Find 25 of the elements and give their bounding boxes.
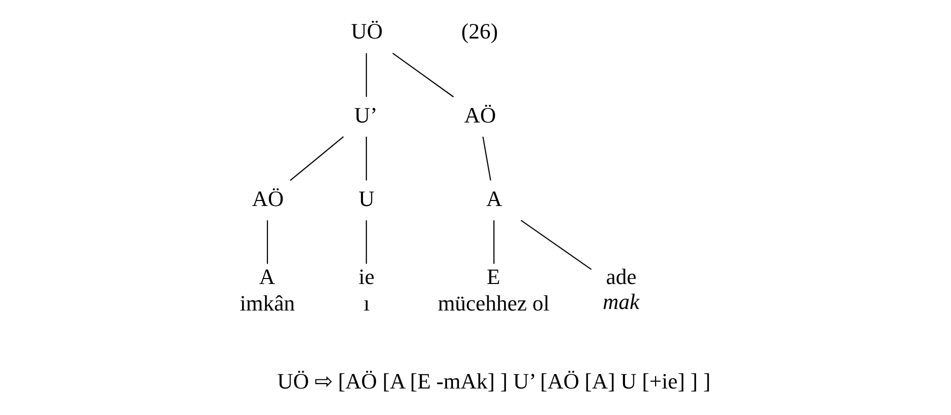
node-text: A bbox=[259, 263, 276, 288]
connector bbox=[366, 52, 367, 96]
node-text: UÖ bbox=[350, 18, 383, 44]
connector bbox=[266, 220, 268, 264]
node-text: U’ bbox=[354, 102, 378, 127]
node-label: imkân bbox=[240, 290, 295, 315]
node-text: AÖ bbox=[252, 185, 284, 210]
node-text: E bbox=[486, 263, 500, 288]
connector bbox=[493, 220, 494, 264]
connector bbox=[366, 136, 367, 180]
label: (26) bbox=[461, 18, 498, 44]
node-text: A bbox=[486, 185, 502, 210]
connector bbox=[392, 52, 454, 97]
node-label: mücehhez ol bbox=[438, 290, 550, 315]
connector bbox=[520, 219, 592, 270]
node-text: AÖ bbox=[464, 102, 496, 127]
connector bbox=[482, 136, 492, 180]
connector bbox=[366, 220, 367, 264]
node-label: mak bbox=[602, 288, 640, 314]
node-label: ı bbox=[364, 290, 370, 315]
label: UÖ ⇨ [AÖ [A [E -mAk] ] U’ [AÖ [A] U [+ie] ] ] bbox=[277, 368, 711, 393]
connector bbox=[290, 136, 344, 180]
node-text: ie bbox=[358, 263, 375, 288]
node-text: U bbox=[358, 185, 375, 210]
node-text: ade bbox=[606, 263, 637, 288]
